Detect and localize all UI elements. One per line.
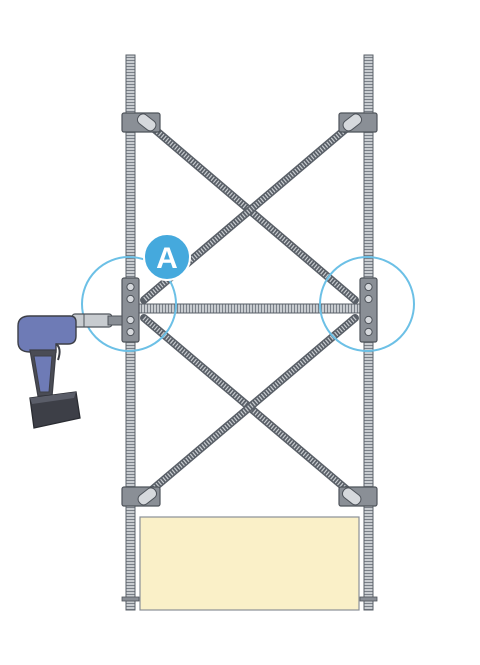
callout-a: A	[143, 233, 191, 281]
lower-panel	[139, 516, 360, 611]
highlight-circle-left	[81, 256, 177, 352]
bracket-top-right	[338, 112, 378, 133]
callout-a-label: A	[156, 242, 178, 275]
bracket-bottom-right	[338, 486, 378, 507]
bracket-top-left	[121, 112, 161, 133]
clamp-right	[359, 277, 378, 343]
highlight-circle-right	[319, 256, 415, 352]
clamp-left	[121, 277, 140, 343]
horizontal-tie-rod	[137, 303, 363, 314]
rod-end-nuts	[121, 596, 378, 602]
diagonal-brace-4	[143, 314, 359, 498]
impact-driver-icon	[17, 313, 123, 429]
bracket-bottom-left	[121, 486, 161, 507]
